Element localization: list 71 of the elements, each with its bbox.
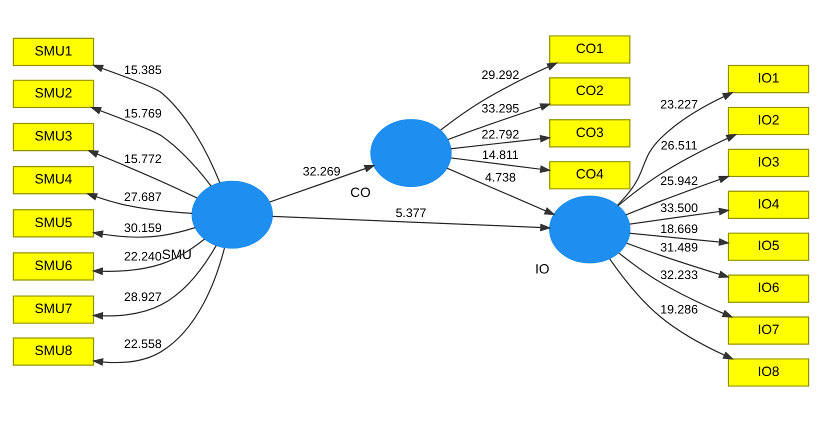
arrow <box>630 232 730 246</box>
node-circle <box>549 195 630 263</box>
node-box: CO3 <box>549 118 630 147</box>
node-box: IO2 <box>728 106 810 135</box>
arrow <box>450 134 552 149</box>
arrow <box>92 64 220 182</box>
arrow <box>92 226 196 238</box>
edge-label: 30.159 <box>124 220 162 234</box>
arrow <box>630 207 730 224</box>
edge-label: 15.772 <box>124 151 162 166</box>
edge-label: 26.511 <box>660 138 698 152</box>
node-box: CO1 <box>549 34 630 64</box>
arrow <box>626 175 730 215</box>
edge-label: 29.292 <box>482 68 520 82</box>
arrow <box>92 247 226 366</box>
edge-label: 22.558 <box>124 336 162 350</box>
arrow <box>609 258 734 360</box>
arrow <box>446 167 556 215</box>
node-box: IO3 <box>728 148 810 177</box>
edge-label: 18.669 <box>660 222 698 236</box>
node-box: IO6 <box>728 274 810 302</box>
arrow <box>87 150 198 198</box>
node-box: IO5 <box>728 232 810 260</box>
node-box: IO8 <box>728 358 810 386</box>
edge-label: 23.227 <box>660 97 698 112</box>
node-circle <box>370 118 452 186</box>
arrow <box>272 215 552 231</box>
node-box: SMU5 <box>12 208 94 237</box>
arrow <box>92 238 205 275</box>
edge-label: 32.233 <box>660 267 698 282</box>
edge-label: 33.295 <box>482 100 520 115</box>
edge-label: 32.269 <box>302 164 340 178</box>
arrow <box>269 164 376 202</box>
edge-label: 25.942 <box>660 174 698 188</box>
node-box: SMU4 <box>12 166 94 194</box>
arrow <box>618 252 734 318</box>
arrow <box>617 92 734 206</box>
edge-label: 4.738 <box>484 170 516 184</box>
node-box: IO4 <box>728 190 810 219</box>
node-box: CO4 <box>549 160 630 189</box>
edge-label: 19.286 <box>660 302 698 316</box>
arrow <box>86 192 192 214</box>
node-box: SMU1 <box>12 37 94 66</box>
edge-label: 15.385 <box>124 62 162 77</box>
node-label: CO <box>350 184 371 200</box>
edge-label: 33.500 <box>660 200 698 215</box>
node-box: SMU3 <box>12 122 94 151</box>
node-box: SMU6 <box>12 252 94 280</box>
edge-label: 22.240 <box>124 248 162 263</box>
node-box: SMU7 <box>12 294 94 324</box>
edge-label: 31.489 <box>660 240 698 254</box>
arrow <box>440 62 558 130</box>
arrow <box>618 133 738 206</box>
node-circle <box>192 180 273 248</box>
arrow <box>92 244 217 320</box>
edge-label: 14.811 <box>482 148 519 162</box>
arrow <box>450 156 552 173</box>
edge-label: 15.769 <box>124 106 162 120</box>
arrow <box>448 102 552 140</box>
edge-label: 5.377 <box>396 206 426 220</box>
edge-label: 28.927 <box>124 290 162 304</box>
node-box: IO1 <box>728 64 810 93</box>
arrow <box>626 242 730 278</box>
node-box: SMU8 <box>12 336 94 366</box>
node-box: IO7 <box>728 316 810 344</box>
edge-label: 27.687 <box>124 190 162 204</box>
node-label: IO <box>535 261 550 276</box>
arrow <box>90 106 212 186</box>
node-box: CO2 <box>549 76 630 106</box>
node-box: SMU2 <box>12 79 94 108</box>
edge-label: 22.792 <box>482 126 520 141</box>
